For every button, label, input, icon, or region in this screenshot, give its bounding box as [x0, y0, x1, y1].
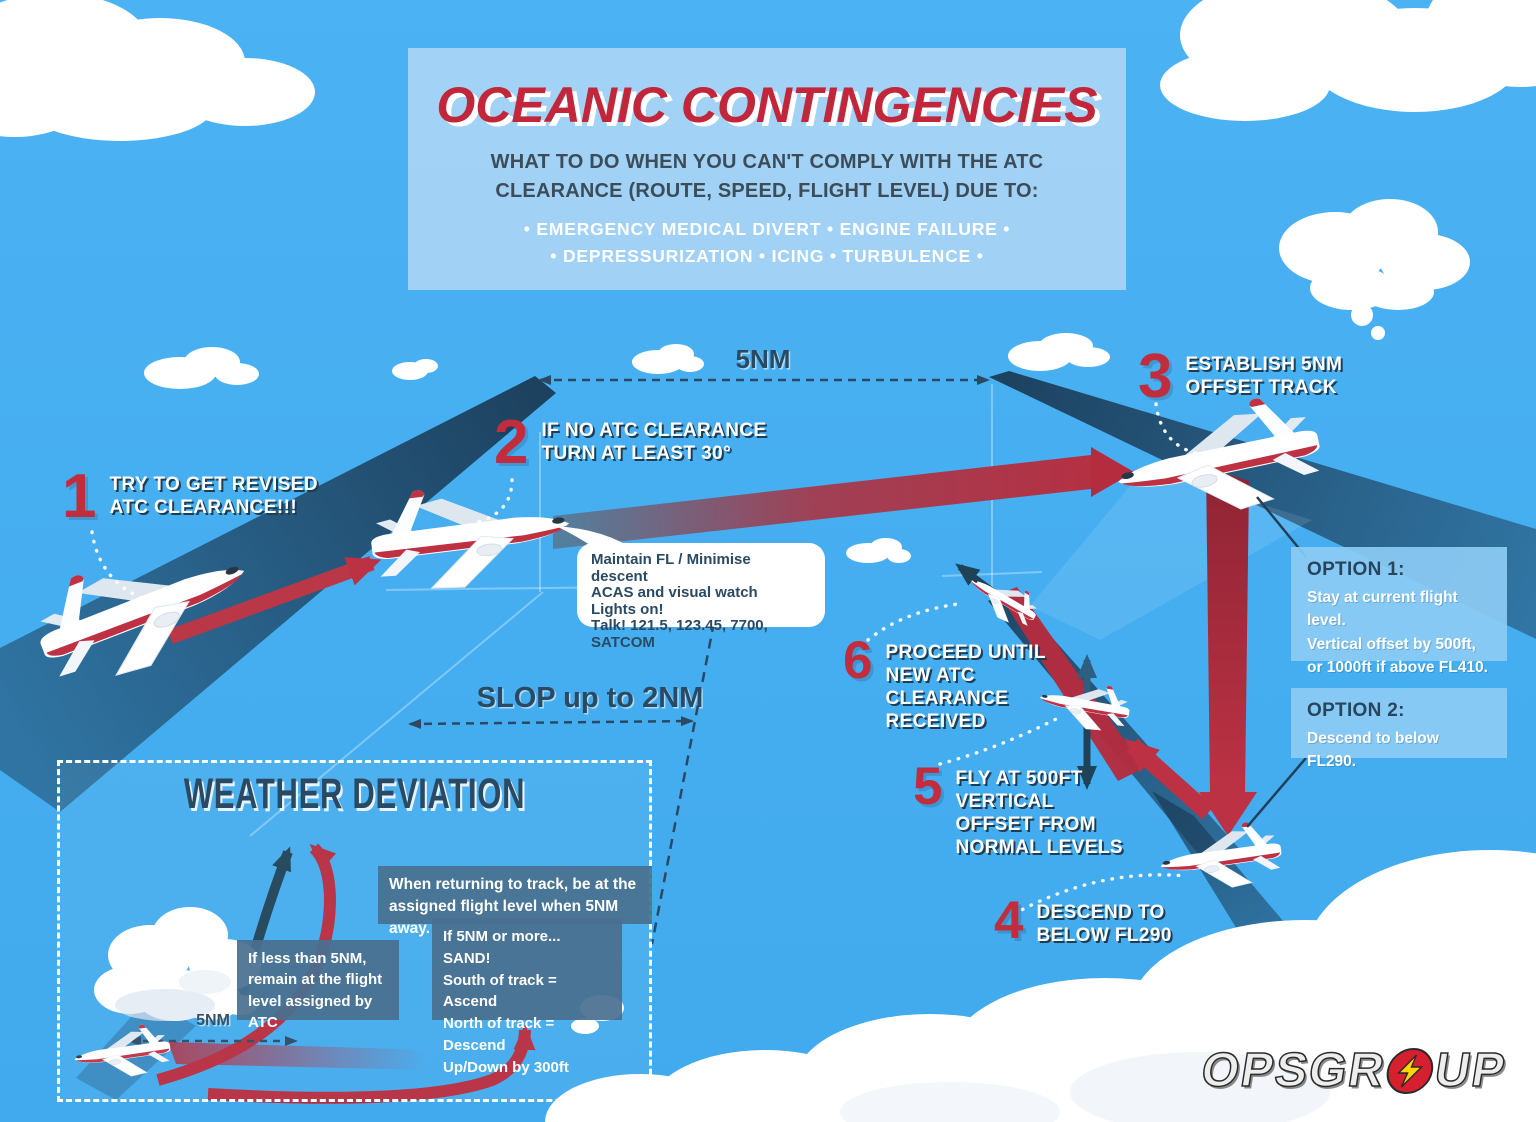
offset-track-arrow — [553, 447, 1134, 549]
step-4-number: 4 — [994, 891, 1024, 950]
opsgroup-logo: OPSGR UP — [1197, 1043, 1511, 1098]
cloud-center — [632, 344, 704, 374]
step-6-label: PROCEED UNTIL NEW ATC CLEARANCE RECEIVED — [885, 642, 1046, 732]
malt-line-talk: Talk! 121.5, 123.45, 7700, SATCOM — [591, 617, 768, 651]
malt-line-maintain: Maintain FL / Minimise descent — [591, 551, 751, 585]
cloud-small-mid — [846, 538, 911, 563]
turn-arrow — [167, 555, 382, 645]
step-3-label: ESTABLISH 5NM OFFSET TRACK — [1185, 354, 1343, 398]
page-title: OCEANIC CONTINGENCIES — [436, 77, 1098, 133]
inset-deviation-curve-long — [207, 1024, 536, 1104]
step-1-label: TRY TO GET REVISED ATC CLEARANCE!!! — [109, 474, 318, 518]
track-distance-label: 5NM — [735, 344, 791, 374]
projection-dashed-line — [650, 621, 716, 945]
option-1-box: OPTION 1: Stay at current flight level. … — [1291, 547, 1507, 676]
step-6-number: 6 — [843, 631, 873, 690]
sand-line-1: If 5NM or more... SAND! — [443, 928, 561, 967]
option-2-heading: OPTION 2: — [1307, 700, 1405, 721]
weather-less-than-note: If less than 5NM, remain at the flight l… — [237, 940, 399, 1031]
option-2-body: Descend to below FL290. — [1307, 730, 1439, 771]
climb-band — [999, 587, 1144, 781]
slop-label: SLOP up to 2NM — [476, 682, 704, 714]
step-5: 5 FLY AT 500FT VERTICAL OFFSET FROM NORM… — [913, 757, 1123, 859]
sand-line-2: South of track = Ascend — [443, 971, 557, 1011]
option-2-box: OPTION 2: Descend to below FL290. — [1291, 688, 1507, 770]
step-4-label: DESCEND TO BELOW FL290 — [1036, 902, 1172, 946]
inset-distance-label: 5NM — [196, 1012, 230, 1029]
step-2-label: IF NO ATC CLEARANCE TURN AT LEAST 30° — [541, 420, 767, 464]
step-3-number: 3 — [1138, 342, 1173, 411]
ascend-arrow — [1124, 738, 1214, 820]
step-5-number: 5 — [913, 757, 943, 816]
slop-arrow — [408, 716, 694, 729]
sand-line-3: North of track = Descend — [443, 1015, 555, 1054]
causes-list: • EMERGENCY MEDICAL DIVERT • ENGINE FAIL… — [408, 216, 1126, 270]
cloud-small-left — [144, 347, 259, 389]
cloud-tiny — [392, 359, 438, 380]
cloud-mid-right — [1008, 333, 1110, 371]
malt-checklist-bubble: Maintain FL / Minimise descent ACAS and … — [577, 543, 825, 651]
causes-line-2: • DEPRESSURIZATION • ICING • TURBULENCE … — [550, 246, 984, 267]
weather-returning-note: When returning to track, be at the assig… — [378, 866, 652, 937]
step-1: 1 TRY TO GET REVISED ATC CLEARANCE!!! — [62, 462, 318, 531]
header-panel: OCEANIC CONTINGENCIES WHAT TO DO WHEN YO… — [408, 48, 1126, 290]
logo-text-left: OPSGR — [1197, 1043, 1390, 1098]
option-1-body: Stay at current flight level. Vertical o… — [1307, 589, 1488, 676]
cloud-top-right — [1160, 0, 1536, 121]
weather-deviation-title: WEATHER DEVIATION — [183, 770, 526, 818]
step-2-number: 2 — [494, 408, 529, 477]
step-6: 6 PROCEED UNTIL NEW ATC CLEARANCE RECEIV… — [843, 631, 1046, 733]
logo-text-right: UP — [1430, 1043, 1511, 1098]
weather-sand-note: If 5NM or more... SAND! South of track =… — [432, 918, 622, 1076]
step-4: 4 DESCEND TO BELOW FL290 — [994, 891, 1172, 950]
step-2: 2 IF NO ATC CLEARANCE TURN AT LEAST 30° — [494, 408, 767, 477]
step-1-number: 1 — [62, 462, 97, 531]
dotted-leaders — [90, 402, 1214, 916]
causes-line-1: • EMERGENCY MEDICAL DIVERT • ENGINE FAIL… — [523, 219, 1011, 239]
option-1-heading: OPTION 1: — [1307, 559, 1405, 580]
malt-line-acas: ACAS and visual watch — [591, 584, 758, 602]
cloud-top-left — [0, 0, 315, 141]
cloud-puffy-right — [1279, 199, 1470, 340]
header-subtitle: WHAT TO DO WHEN YOU CAN'T COMPLY WITH TH… — [490, 151, 1044, 202]
descent-arrow — [1199, 467, 1257, 836]
lightning-bolt-icon — [1383, 1047, 1437, 1094]
step-5-label: FLY AT 500FT VERTICAL OFFSET FROM NORMAL… — [955, 768, 1123, 858]
cloud-bottom-band — [545, 850, 1536, 1122]
sand-line-4: Up/Down by 300ft — [443, 1058, 569, 1076]
malt-line-lights: Lights on! — [591, 600, 664, 618]
step-3: 3 ESTABLISH 5NM OFFSET TRACK — [1138, 342, 1343, 411]
